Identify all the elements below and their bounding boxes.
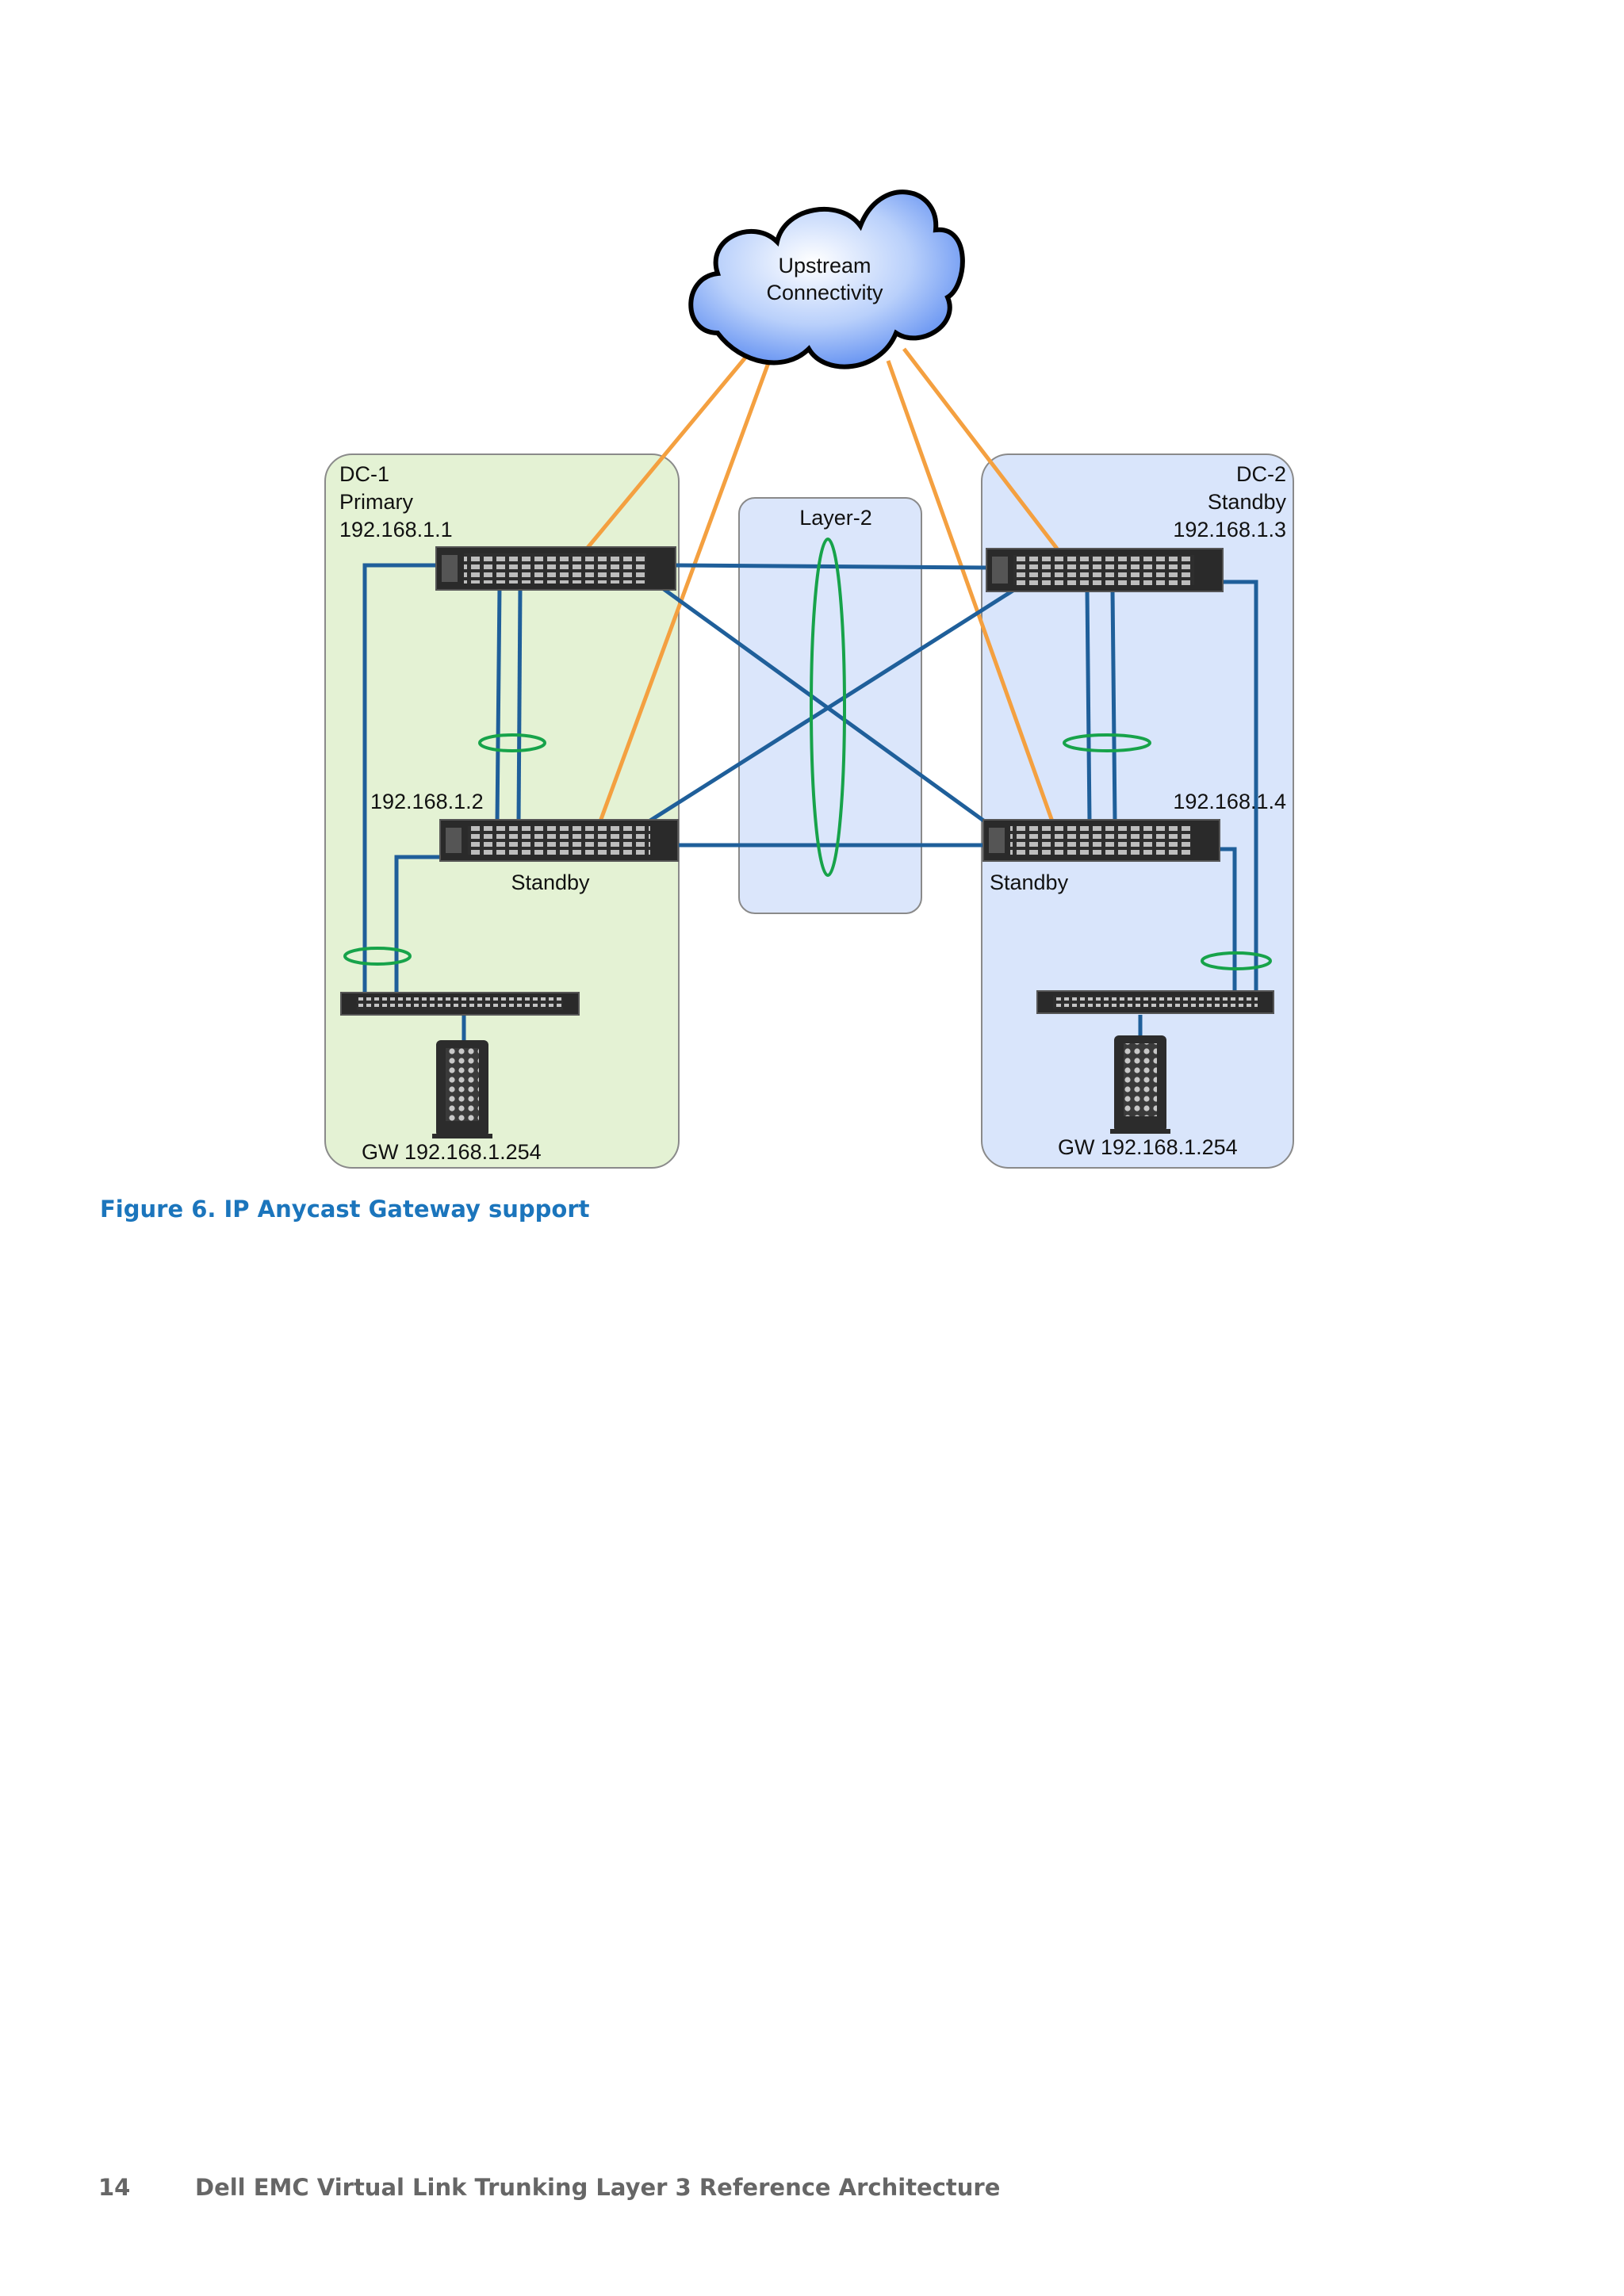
lag-ring-dc2-vlt: [1063, 733, 1151, 752]
page-number: 14: [98, 2174, 131, 2201]
switch-dc1-standby: [439, 819, 679, 862]
access-switch-dc1: [340, 992, 580, 1016]
lag-ring-dc2-access: [1201, 951, 1272, 970]
server-icon-dc2: [1110, 1035, 1170, 1134]
layer2-label: Layer-2: [799, 506, 872, 530]
dc2-name: DC-2: [1236, 462, 1286, 486]
cloud-icon: [688, 189, 965, 369]
lag-ring-dc1-vlt: [478, 733, 546, 752]
dc1-standby-role: Standby: [511, 871, 590, 894]
dc2-standby-role: Standby: [990, 871, 1069, 894]
cloud-label-line1: Upstream: [778, 254, 871, 277]
dc1-ip: 192.168.1.1: [339, 518, 453, 541]
dc1-standby-ip: 192.168.1.2: [370, 790, 484, 813]
dc2-zone: [981, 453, 1294, 1169]
lag-ring-dc1-access: [343, 947, 412, 966]
server-icon-dc1: [432, 1040, 492, 1138]
dc2-ip: 192.168.1.3: [1173, 518, 1286, 541]
figure-caption: Figure 6. IP Anycast Gateway support: [100, 1196, 590, 1223]
access-switch-dc2: [1036, 990, 1274, 1014]
lag-ring-layer2: [810, 538, 846, 877]
switch-dc2-standby: [982, 819, 1220, 862]
gw-label-dc2: GW 192.168.1.254: [1058, 1135, 1238, 1159]
page-footer: 14 Dell EMC Virtual Link Trunking Layer …: [98, 2174, 1000, 2201]
dc2-standby-ip: 192.168.1.4: [1173, 790, 1286, 813]
document-title: Dell EMC Virtual Link Trunking Layer 3 R…: [195, 2174, 1001, 2201]
cloud-label-line2: Connectivity: [766, 281, 883, 304]
dc2-role: Standby: [1208, 490, 1287, 514]
switch-dc2-primary: [986, 548, 1224, 592]
gw-label-dc1: GW 192.168.1.254: [362, 1140, 542, 1164]
uplink-lines: [585, 347, 1059, 822]
dc1-name: DC-1: [339, 462, 389, 486]
lag-rings: [343, 538, 1272, 970]
dc1-zone: [324, 453, 680, 1169]
switch-dc1-primary: [435, 546, 676, 591]
dc1-role: Primary: [339, 490, 413, 514]
